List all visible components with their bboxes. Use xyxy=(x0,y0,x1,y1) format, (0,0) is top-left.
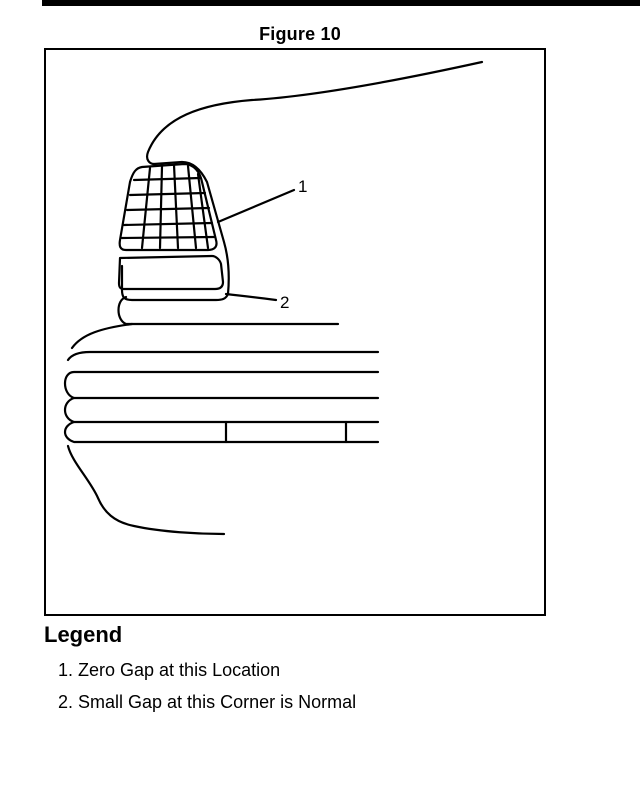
backup-lamp xyxy=(117,254,225,291)
callout-label-2: 2 xyxy=(280,293,289,312)
deck-contour xyxy=(70,322,134,350)
legend-list: 1. Zero Gap at this Location 2. Small Ga… xyxy=(58,658,356,722)
body-sweep-line xyxy=(146,60,484,166)
callout-leader-2 xyxy=(224,292,278,302)
deck-lower-line xyxy=(66,350,380,362)
lamp-grid-vertical xyxy=(140,163,210,250)
legend-item-2: 2. Small Gap at this Corner is Normal xyxy=(58,692,357,712)
lamp-lens-outline xyxy=(118,162,218,252)
bumper-middle-band xyxy=(63,396,380,424)
lamp-grid-horizontal xyxy=(120,176,216,240)
figure-frame: 1 2 xyxy=(44,48,546,616)
callout-label-1: 1 xyxy=(298,177,307,196)
callout-leader-1 xyxy=(216,188,296,224)
bumper-lower-band xyxy=(63,420,380,444)
legend-title: Legend xyxy=(44,622,123,647)
bumper-upper-band xyxy=(63,370,380,400)
figure-title: Figure 10 xyxy=(259,24,341,44)
top-rule xyxy=(42,0,640,6)
lower-valance-line xyxy=(66,444,226,536)
vehicle-rear-diagram: 1 2 xyxy=(63,60,484,536)
bumper-segment-dividers xyxy=(224,420,348,444)
legend-item-1: 1. Zero Gap at this Location xyxy=(58,660,281,680)
